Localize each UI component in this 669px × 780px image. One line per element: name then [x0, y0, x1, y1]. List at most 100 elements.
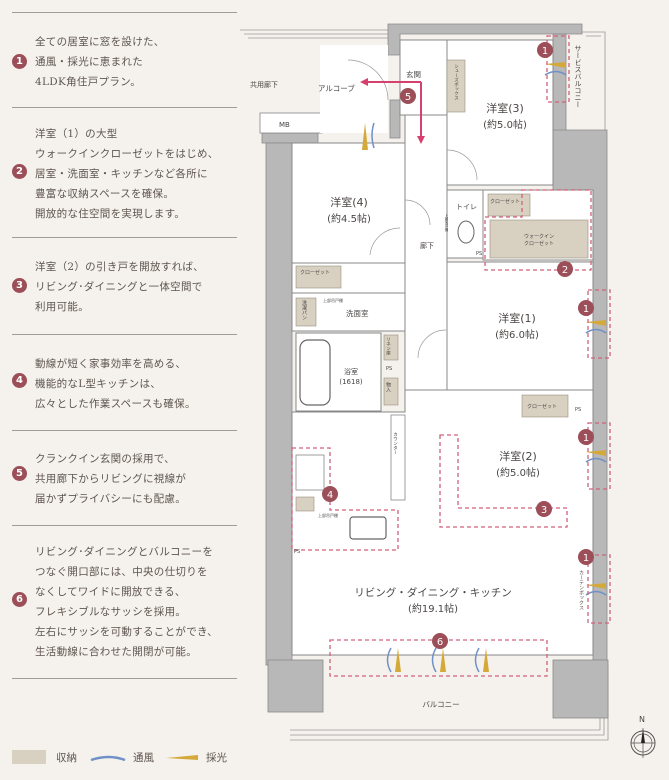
feature-line: 機能的なL型キッチンは、 [35, 378, 162, 390]
legend-daylight: 採光 [206, 751, 227, 764]
ps-label: PS [575, 407, 581, 413]
svg-text:5: 5 [405, 92, 411, 103]
feature-line: 生活動線に合わせた開閉が可能。 [35, 646, 197, 658]
feature-badge: 5 [12, 466, 27, 481]
closet-room2 [521, 394, 569, 418]
feature-line: 4LDK角住戸プラン。 [35, 76, 142, 88]
wic-label: ウォークイン [524, 233, 554, 240]
shared-corridor-label: 共用廊下 [250, 80, 278, 89]
badge-1: 1 [537, 42, 553, 58]
wall [267, 659, 324, 713]
mb-box [259, 112, 323, 134]
feature-line: 居室・洗面室・キッチンなど各所に [35, 168, 208, 180]
room4-size: (約4.5帖) [327, 212, 371, 225]
corridor [404, 114, 448, 391]
svg-text:1: 1 [583, 553, 589, 564]
feature-line: リビング･ダイニングと一体空間で [35, 281, 203, 293]
room4 [291, 142, 406, 264]
doors [347, 59, 478, 359]
legend-ventilation: 通風 [133, 751, 154, 764]
feature-line: 洋室（2）の引き戸を開放すれば、 [35, 261, 204, 273]
storage-blocks [295, 59, 589, 512]
svg-text:2: 2 [562, 265, 568, 276]
plan-badges: 1 1 1 1 2 3 4 5 6 [322, 42, 594, 649]
balcony-label: バルコニー [422, 700, 459, 709]
svg-text:6: 6 [437, 637, 443, 648]
room1-name: 洋室(1) [498, 311, 536, 325]
light-icon [362, 62, 606, 589]
badge-5: 5 [400, 88, 416, 104]
laundry-pan-label: 洗濯パン [301, 299, 307, 320]
svg-text:1: 1 [542, 46, 548, 57]
feature-line: 通風・採光に恵まれた [35, 56, 143, 68]
ldk-size: (約19.1帖) [408, 602, 458, 615]
svg-text:1: 1 [583, 304, 589, 315]
counter [390, 414, 406, 501]
feature-badge: 1 [12, 54, 27, 69]
wic-label: クローゼット [524, 240, 554, 247]
svg-text:1: 1 [583, 433, 589, 444]
badge-1: 1 [578, 300, 594, 316]
svg-text:4: 4 [327, 490, 333, 501]
bath-size: (1618) [339, 378, 363, 386]
left-wall [265, 142, 293, 666]
feature-badge: 3 [12, 278, 27, 293]
window-markers [362, 62, 607, 673]
laundry-pan [295, 297, 317, 327]
ps-label: PS [476, 251, 482, 257]
kitchen-storage [295, 496, 315, 512]
wall [389, 99, 401, 139]
divider [12, 237, 237, 238]
room2-name: 洋室(2) [499, 449, 537, 463]
ldk [291, 389, 594, 656]
feature-badge: 4 [12, 373, 27, 388]
wind-icon [90, 755, 126, 762]
divider [12, 107, 237, 108]
room3-name: 洋室(3) [486, 101, 524, 115]
feature-badge: 2 [12, 164, 27, 179]
feature-line: 開放的な住空間を実現します。 [35, 208, 186, 220]
badge-1: 1 [578, 549, 594, 565]
room2-size: (約5.0帖) [496, 466, 540, 479]
room1-size: (約6.0帖) [495, 328, 539, 341]
svg-text:N: N [639, 715, 645, 724]
room3-size: (約5.0帖) [483, 118, 527, 131]
feature-line: 動線が短く家事効率を高める、 [35, 358, 187, 370]
closet-label: クローゼット [300, 269, 330, 276]
light-icon [395, 648, 489, 672]
feature-line: 豊富な収納スペースを確保。 [35, 188, 175, 200]
alcove-label: アルコーブ [318, 83, 355, 93]
feature-line: 利用可能。 [35, 301, 89, 313]
corridor-label: 廊下 [420, 241, 434, 250]
linen-label: リネン庫 [386, 337, 391, 356]
toilet-cabinet-label: 上部吊戸棚 [444, 213, 449, 232]
closet-room3 [487, 193, 531, 217]
feature-line: なくしてワイドに開放できる、 [35, 586, 186, 598]
closet-label: クローゼット [490, 198, 520, 205]
wall [552, 659, 609, 719]
feature-line: つなぐ開口部には、中央の仕切りを [35, 566, 208, 578]
ps-label: PS [386, 366, 392, 372]
closet-label: クローゼット [527, 403, 557, 410]
divider [12, 12, 237, 13]
feature-line: クランクイン玄関の採用で、 [35, 453, 175, 465]
badge-4: 4 [322, 486, 338, 502]
kitchen-cabinet-label: 上部吊戸棚 [318, 512, 338, 518]
toilet-bowl [457, 220, 475, 244]
storage-label: 物入 [385, 381, 391, 392]
feature-line: 全ての居室に窓を設けた、 [35, 36, 165, 48]
toilet-label: トイレ [456, 203, 477, 211]
sink [349, 516, 387, 540]
badge-2: 2 [557, 261, 573, 277]
washroom-cabinet-label: 上部吊戸棚 [323, 297, 343, 303]
storage-swatch [12, 750, 46, 764]
bathtub [299, 339, 331, 406]
mb-label: MB [279, 121, 290, 129]
linen [383, 334, 399, 361]
divider [12, 430, 237, 431]
feature-line: 洋室（1）の大型 [35, 128, 118, 140]
wall [261, 132, 319, 144]
storage-box [383, 377, 399, 406]
feature-line: フレキシブルなサッシを採用。 [35, 606, 187, 618]
badge-1: 1 [578, 429, 594, 445]
